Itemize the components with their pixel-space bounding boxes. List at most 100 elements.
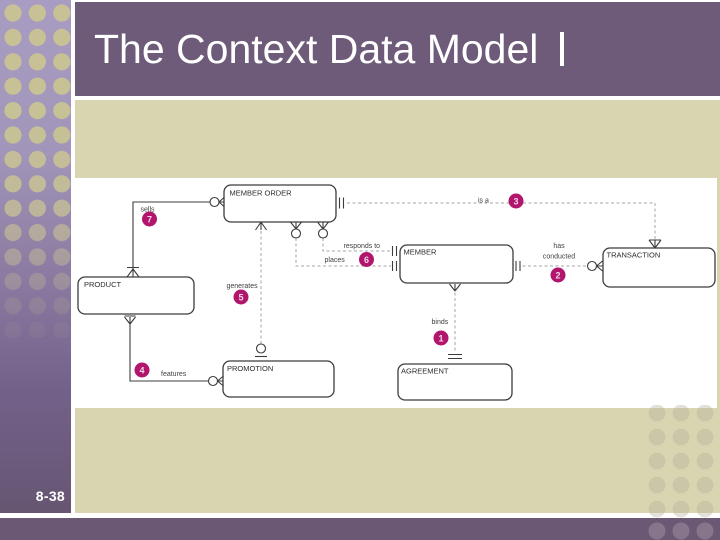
- relationship-label-has: has: [553, 243, 565, 250]
- badge-number: 3: [513, 196, 518, 206]
- zero-circle: [317, 228, 329, 239]
- dot: [28, 77, 46, 95]
- crowfoot: [596, 260, 603, 272]
- relationship-places: [295, 238, 391, 267]
- relationship-label-features: features: [161, 371, 187, 378]
- entity-box: [399, 244, 514, 284]
- dot: [4, 321, 22, 339]
- connector-line: [295, 238, 391, 267]
- dot: [28, 224, 46, 242]
- dot: [4, 4, 22, 22]
- badge-4: 4: [134, 362, 150, 378]
- dot: [4, 53, 22, 71]
- badge-1: 1: [433, 330, 449, 346]
- crowfoot: [449, 283, 461, 292]
- entity-label: PROMOTION: [227, 364, 273, 373]
- relationship-sells: [132, 201, 210, 269]
- page-number: 8-38: [35, 488, 65, 504]
- badge-number: 1: [438, 333, 443, 343]
- badge-5: 5: [233, 289, 249, 305]
- relationship-features: [129, 324, 209, 382]
- badge-6: 6: [359, 252, 374, 267]
- sidebar-decoration: 8-38: [0, 0, 71, 513]
- entity-label: MEMBER ORDER: [230, 189, 293, 198]
- dot: [4, 77, 22, 95]
- badge-circle: [233, 289, 249, 305]
- crowfoot: [218, 197, 225, 207]
- crowfoot: [217, 375, 224, 387]
- dot: [53, 102, 71, 120]
- dot: [53, 126, 71, 144]
- sidebar-dots-pattern: [4, 4, 71, 339]
- entity-label: TRANSACTION: [607, 251, 661, 260]
- dot: [4, 272, 22, 290]
- badge-circle: [142, 211, 157, 227]
- relationship-label-responds-to: responds to: [344, 243, 381, 250]
- dot: [53, 150, 71, 168]
- badge-number: 6: [364, 255, 369, 265]
- entity-label: AGREEMENT: [401, 367, 449, 376]
- slide-title: The Context Data Model: [94, 25, 539, 72]
- relationship-label-conducted: conducted: [543, 254, 575, 261]
- entity-label: MEMBER: [404, 248, 438, 257]
- entity-box: [77, 276, 195, 315]
- zero-circle: [207, 375, 219, 387]
- crowfoot-bar: [124, 315, 136, 325]
- relationship-label-is-a: is a: [478, 198, 489, 205]
- one-bars: [391, 261, 398, 271]
- badge-circle: [508, 193, 524, 209]
- dot: [28, 4, 46, 22]
- zero-circle: [586, 260, 598, 272]
- entity-member-order: MEMBER ORDER: [223, 184, 337, 223]
- dot: [28, 126, 46, 144]
- badge-7: 7: [142, 211, 157, 227]
- dot: [53, 297, 71, 315]
- badge-2: 2: [550, 267, 566, 283]
- dot: [53, 28, 71, 46]
- dot: [53, 248, 71, 266]
- entity-transaction: TRANSACTION: [602, 247, 716, 288]
- zero-circle: [209, 196, 220, 208]
- dot: [4, 150, 22, 168]
- entity-member: MEMBER: [399, 244, 514, 284]
- crowfoot: [317, 221, 329, 230]
- one-bars: [515, 261, 521, 271]
- entity-box: [397, 363, 513, 401]
- connector-line: [347, 202, 656, 239]
- one-bars: [391, 246, 398, 256]
- relationship-is-a: [347, 202, 656, 239]
- entity-box: [223, 184, 337, 223]
- dot: [53, 175, 71, 193]
- crowfoot: [255, 221, 267, 231]
- badge-circle: [134, 362, 150, 378]
- crowfoot-bar: [648, 239, 662, 249]
- text-cursor-artifact: [560, 32, 564, 66]
- dot: [4, 297, 22, 315]
- dot: [53, 272, 71, 290]
- dot: [4, 224, 22, 242]
- dot: [28, 272, 46, 290]
- entity-product: PRODUCT: [77, 276, 195, 315]
- dot: [4, 102, 22, 120]
- dot: [28, 150, 46, 168]
- connector-line: [132, 201, 210, 269]
- dot: [28, 102, 46, 120]
- badge-number: 4: [139, 365, 144, 375]
- crowfoot-bar: [126, 266, 140, 278]
- dot: [53, 199, 71, 217]
- dot: [53, 224, 71, 242]
- zero-circle: [255, 343, 267, 354]
- relationship-label-generates: generates: [227, 283, 259, 290]
- relationship-label-sells: sells: [141, 207, 156, 214]
- dot: [4, 175, 22, 193]
- dot: [28, 175, 46, 193]
- dot: [4, 199, 22, 217]
- dot: [4, 248, 22, 266]
- bottom-bar: [0, 518, 720, 540]
- dot: [53, 321, 71, 339]
- one-bars: [338, 197, 345, 209]
- zero-circle: [290, 228, 302, 239]
- entity-agreement: AGREEMENT: [397, 363, 513, 401]
- dot: [53, 4, 71, 22]
- crowfoot: [290, 221, 302, 230]
